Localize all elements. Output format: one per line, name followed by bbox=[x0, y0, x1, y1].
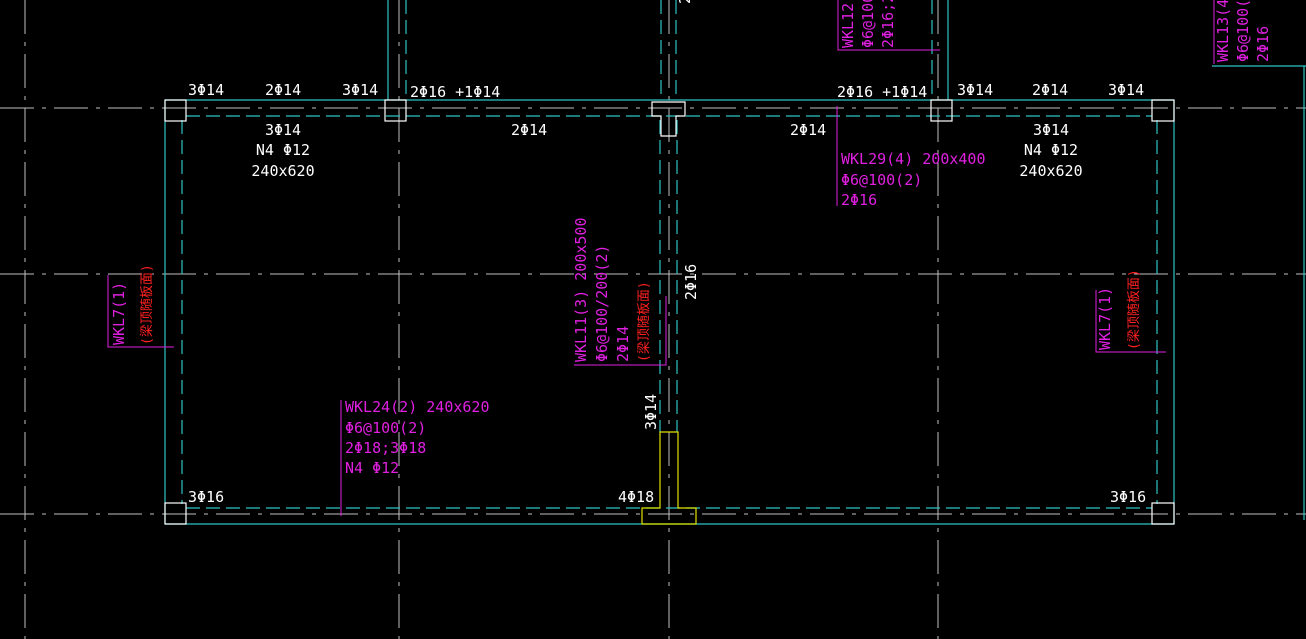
bottom-center-column bbox=[641, 431, 697, 525]
top-center-cropped-text: 2 bbox=[676, 0, 694, 4]
column-bottom-center[interactable] bbox=[641, 431, 697, 525]
wkl11-line2: Φ6@100/200(2) bbox=[593, 245, 611, 362]
center-vertical-text: 2Φ16 bbox=[682, 264, 700, 300]
bottom-label-center: 4Φ18 bbox=[618, 488, 654, 506]
bottom-label-left: 3Φ16 bbox=[188, 488, 224, 506]
bottom-center-vertical-text: 3Φ14 bbox=[642, 394, 660, 430]
wkl7-right-note: (梁顶随板面) bbox=[1127, 269, 1142, 350]
mid-label-a: 2Φ14 bbox=[511, 121, 547, 139]
wkl24-line2: Φ6@100(2) bbox=[345, 419, 426, 437]
wkl12-line3: 2Φ16;2 bbox=[879, 0, 897, 48]
walls bbox=[164, 0, 1306, 525]
top-label-l4: 2Φ16 +1Φ14 bbox=[410, 83, 500, 101]
wkl24-line3: 2Φ18;3Φ18 bbox=[345, 439, 426, 457]
top-label-r2: 3Φ14 bbox=[957, 81, 993, 99]
wkl13-line1: WKL13(4 bbox=[1214, 0, 1232, 62]
right-span-labels: 3Φ14 N4 Φ12 240x620 bbox=[1019, 121, 1082, 180]
wkl11-note: (梁顶随板面) bbox=[637, 281, 652, 362]
top-label-r1: 2Φ16 +1Φ14 bbox=[837, 83, 927, 101]
leader-wkl7-right bbox=[1095, 290, 1166, 353]
column-top-2[interactable] bbox=[384, 99, 407, 122]
wkl29-label: WKL29(4) 200x400 Φ6@100(2) 2Φ16 bbox=[841, 150, 986, 209]
wkl13-line2: Φ6@100( bbox=[1234, 0, 1252, 62]
wkl11-label: WKL11(3) 200x500 Φ6@100/200(2) 2Φ14 (梁顶随… bbox=[572, 218, 652, 363]
column-bottom-right[interactable] bbox=[1151, 502, 1175, 525]
leader-wkl11 bbox=[574, 296, 667, 366]
wkl7-left-text: WKL7(1) bbox=[110, 282, 128, 345]
left-span-line3: 240x620 bbox=[251, 162, 314, 180]
top-label-l3: 3Φ14 bbox=[342, 81, 378, 99]
wkl24-line4: N4 Φ12 bbox=[345, 459, 399, 477]
right-span-line1: 3Φ14 bbox=[1033, 121, 1069, 139]
wkl29-line3: 2Φ16 bbox=[841, 191, 877, 209]
wkl11-line1: WKL11(3) 200x500 bbox=[572, 218, 590, 363]
top-label-l1: 3Φ14 bbox=[188, 81, 224, 99]
bottom-labels: 3Φ16 4Φ18 3Φ16 bbox=[188, 488, 1146, 506]
column-top-center-t[interactable] bbox=[651, 101, 686, 137]
wkl24-line1: WKL24(2) 240x620 bbox=[345, 398, 490, 416]
column-top-right[interactable] bbox=[1151, 99, 1175, 122]
leader-wkl7-left bbox=[107, 275, 174, 348]
mid-span-labels: 2Φ14 2Φ14 bbox=[511, 121, 826, 139]
column-bottom-left[interactable] bbox=[164, 502, 187, 525]
wkl29-line2: Φ6@100(2) bbox=[841, 171, 922, 189]
bottom-center-vertical-label: 3Φ14 bbox=[642, 394, 660, 430]
wkl11-line3: 2Φ14 bbox=[614, 326, 632, 362]
wkl29-line1: WKL29(4) 200x400 bbox=[841, 150, 986, 168]
columns bbox=[164, 99, 1175, 525]
wkl24-label: WKL24(2) 240x620 Φ6@100(2) 2Φ18;3Φ18 N4 … bbox=[345, 398, 490, 477]
left-span-line2: N4 Φ12 bbox=[256, 141, 310, 159]
wkl12-partial-label: WKL12( Φ6@100 2Φ16;2 bbox=[839, 0, 897, 48]
left-span-line1: 3Φ14 bbox=[265, 121, 301, 139]
bottom-label-right: 3Φ16 bbox=[1110, 488, 1146, 506]
wkl7-right-label: WKL7(1) (梁顶随板面) bbox=[1096, 269, 1142, 350]
leader-lines bbox=[107, 0, 1215, 516]
top-bar-labels: 3Φ14 2Φ14 3Φ14 2Φ16 +1Φ14 2Φ16 +1Φ14 3Φ1… bbox=[188, 81, 1144, 101]
right-span-line3: 240x620 bbox=[1019, 162, 1082, 180]
right-span-line2: N4 Φ12 bbox=[1024, 141, 1078, 159]
top-label-r3: 2Φ14 bbox=[1032, 81, 1068, 99]
center-vertical-label: 2Φ16 bbox=[682, 264, 700, 300]
mid-label-b: 2Φ14 bbox=[790, 121, 826, 139]
top-center-cropped-label: 2 bbox=[676, 0, 694, 4]
column-top-left[interactable] bbox=[164, 99, 187, 122]
wkl12-line2: Φ6@100 bbox=[859, 0, 877, 48]
top-label-r4: 3Φ14 bbox=[1108, 81, 1144, 99]
wkl7-left-note: (梁顶随板面) bbox=[140, 264, 155, 345]
left-span-labels: 3Φ14 N4 Φ12 240x620 bbox=[251, 121, 314, 180]
wkl12-line1: WKL12( bbox=[839, 0, 857, 48]
wkl13-line3: 2Φ16 bbox=[1254, 26, 1272, 62]
wkl7-left-label: WKL7(1) (梁顶随板面) bbox=[110, 264, 155, 345]
column-top-right-4[interactable] bbox=[930, 99, 953, 122]
leader-wkl12 bbox=[837, 0, 940, 51]
wkl7-right-text: WKL7(1) bbox=[1096, 287, 1114, 350]
top-label-l2: 2Φ14 bbox=[265, 81, 301, 99]
wkl13-partial-label: WKL13(4 Φ6@100( 2Φ16 bbox=[1214, 0, 1272, 62]
